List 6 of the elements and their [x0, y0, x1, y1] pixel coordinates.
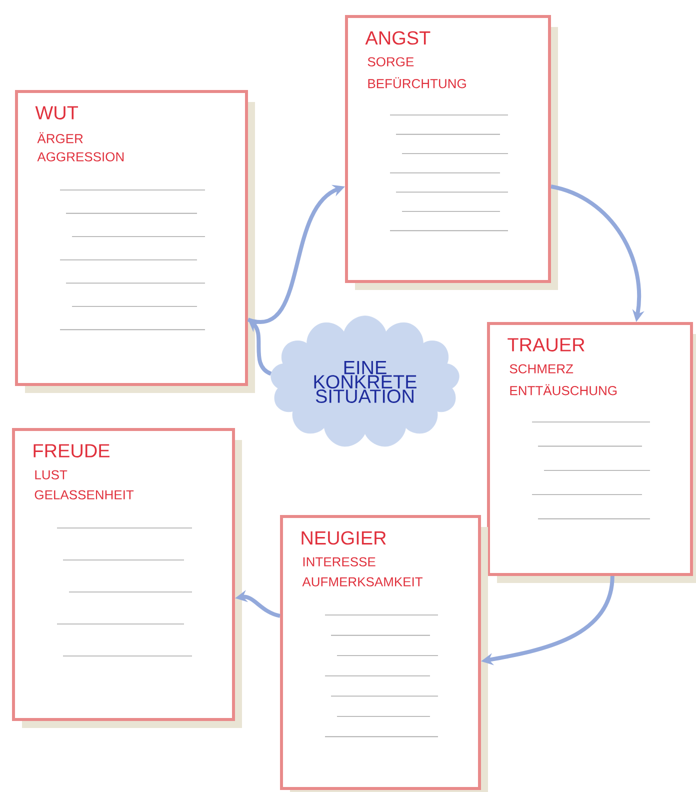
thought-cloud: EINE KONKRETE SITUATION: [270, 316, 460, 447]
note-card: NEUGIER INTERESSE AUFMERKSAMKEIT: [280, 515, 488, 792]
note-card: TRAUER SCHMERZ ENTTÄUSCHUNG: [487, 322, 696, 583]
note-card: ANGST SORGE BEFÜRCHTUNG: [345, 15, 558, 290]
note-card: WUT ÄRGER AGGRESSION: [15, 90, 255, 393]
note-card: FREUDE LUST GELASSENHEIT: [12, 428, 242, 728]
